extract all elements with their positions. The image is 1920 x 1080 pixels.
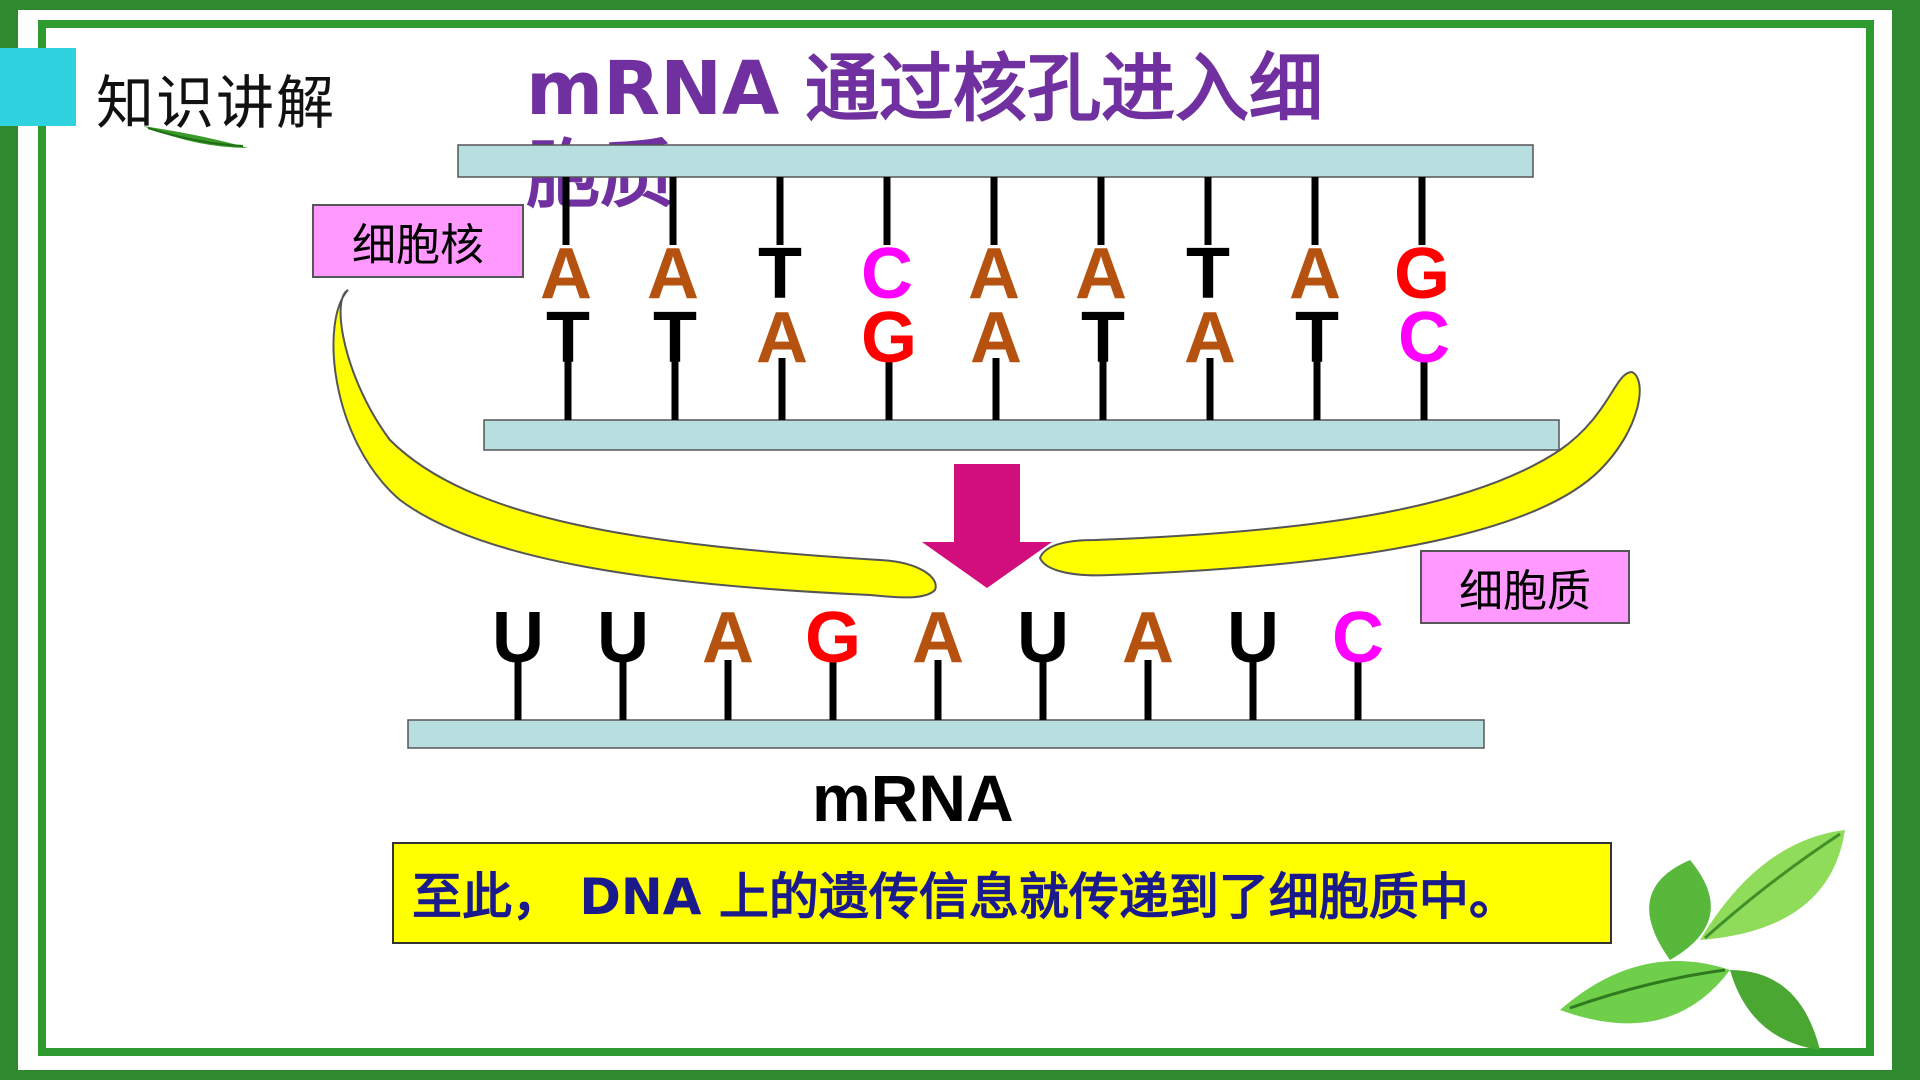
mrna-base-7: U <box>1227 598 1279 678</box>
dna-top-base-1: A <box>647 234 699 314</box>
mrna-base-6: A <box>1122 598 1174 678</box>
mrna-label: mRNA <box>812 761 1014 835</box>
mrna-base-0: U <box>492 598 544 678</box>
dna-bottom-base-3: G <box>861 298 917 378</box>
section-title: 知识讲解 <box>96 69 337 137</box>
nucleus-label: 细胞核 <box>312 204 524 278</box>
nuclear-envelope-left <box>332 289 937 599</box>
dna-bottom-base-5: T <box>1081 298 1125 378</box>
mrna-base-3: G <box>805 598 861 678</box>
dna-bottom-base-4: A <box>970 298 1022 378</box>
leaf-decoration-top <box>143 126 248 148</box>
dna-top-base-4: A <box>968 234 1020 314</box>
mrna-base-5: U <box>1017 598 1069 678</box>
leaf-decoration-bottom <box>1560 830 1845 1050</box>
cytoplasm-label: 细胞质 <box>1420 550 1630 624</box>
conclusion-text: 至此， DNA 上的遗传信息就传递到了细胞质中。 <box>412 868 1519 926</box>
dna-bottom-base-1: T <box>653 298 697 378</box>
transcription-arrow <box>922 464 1052 588</box>
dna-top-base-3: C <box>861 234 913 314</box>
dna-bottom-base-6: A <box>1184 298 1236 378</box>
dna-top-base-7: A <box>1289 234 1341 314</box>
dna-bottom-base-7: T <box>1295 298 1339 378</box>
dna-top-base-6: T <box>1186 234 1230 314</box>
dna-template-backbone <box>457 144 1534 178</box>
dna-bottom-base-8: C <box>1398 298 1450 378</box>
nuclear-envelope-right <box>1038 370 1641 577</box>
mrna-backbone <box>407 719 1485 749</box>
mrna-base-4: A <box>912 598 964 678</box>
dna-top-base-0: A <box>540 234 592 314</box>
mrna-base-2: A <box>702 598 754 678</box>
dna-bottom-base-2: A <box>756 298 808 378</box>
dna-bottom-base-0: T <box>546 298 590 378</box>
dna-top-base-8: G <box>1394 234 1450 314</box>
mrna-base-1: U <box>597 598 649 678</box>
conclusion-box: 至此， DNA 上的遗传信息就传递到了细胞质中。 <box>392 842 1612 944</box>
dna-coding-backbone <box>483 419 1560 451</box>
mrna-base-8: C <box>1332 598 1384 678</box>
section-marker <box>0 48 76 126</box>
dna-top-base-5: A <box>1075 234 1127 314</box>
dna-top-base-2: T <box>758 234 802 314</box>
